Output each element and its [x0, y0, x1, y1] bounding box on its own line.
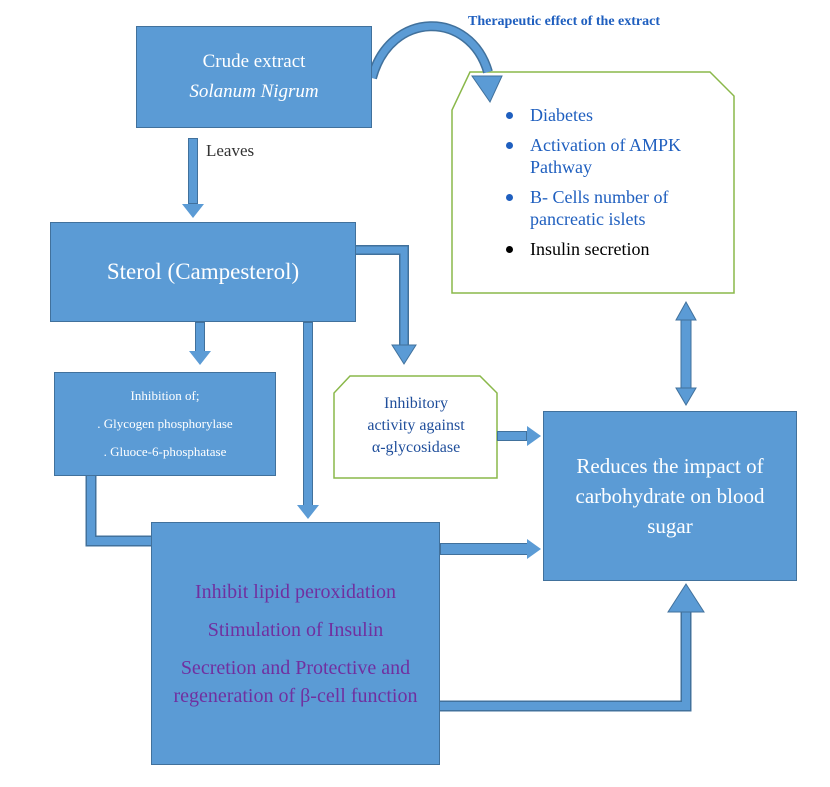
therapeutic-effect-list: Diabetes Activation of AMPK Pathway B- C… — [500, 104, 720, 268]
bullet-icon — [506, 142, 513, 149]
inhibition-item-2: . Gluoce-6-phosphatase — [103, 444, 227, 459]
center-to-reduces-connector — [440, 612, 692, 712]
mechanism-line-2: Stimulation of Insulin — [207, 618, 384, 641]
curved-arrow-head — [471, 75, 503, 104]
bullet-icon — [506, 246, 513, 253]
arrow-center-to-reduces-head — [527, 539, 541, 559]
effect-item: Diabetes — [500, 104, 720, 126]
inhibition-item-1: . Glycogen phosphorylase — [97, 416, 233, 431]
effect-item: Activation of AMPK Pathway — [500, 134, 720, 178]
arrow-sterol-to-center — [303, 322, 313, 506]
mechanism-box: Inhibit lipid peroxidation Stimulation o… — [151, 522, 440, 765]
sterol-to-glycosidase-head — [391, 344, 417, 365]
center-to-reduces-head — [667, 583, 705, 613]
leaves-label: Leaves — [206, 141, 255, 160]
arrow-glycosidase-to-reduces — [497, 431, 527, 441]
glycosidase-line-1: Inhibitory — [384, 395, 448, 412]
double-arrow-bottom — [675, 387, 697, 406]
glycosidase-line-3: α-glycosidase — [371, 439, 461, 456]
inhibition-title: Inhibition of; — [130, 388, 200, 403]
bullet-icon — [506, 112, 513, 119]
inhibition-connector — [85, 474, 153, 547]
glycosidase-panel — [333, 375, 498, 479]
crude-extract-box: Crude extract Solanum Nigrum — [136, 26, 372, 128]
curved-arrow — [367, 21, 493, 80]
arrow-center-to-reduces — [440, 543, 528, 555]
arrow-sterol-to-center-head — [297, 505, 319, 519]
sterol-to-glycosidase-connector — [356, 245, 409, 346]
mechanism-line-1: Inhibit lipid peroxidation — [194, 580, 397, 603]
outcome-label: Reduces the impact of carbohydrate on bl… — [575, 454, 765, 538]
outcome-box: Reduces the impact of carbohydrate on bl… — [543, 411, 797, 581]
effect-item: Insulin secretion — [500, 238, 720, 260]
arrow-sterol-to-inhibition-head — [189, 351, 211, 365]
glycosidase-text: Inhibitory activity against α-glycosidas… — [336, 376, 496, 476]
double-arrow-top — [675, 300, 697, 321]
therapeutic-effect-panel — [451, 71, 735, 294]
glycosidase-line-2: activity against — [367, 417, 465, 434]
arrow-crude-to-sterol-head — [182, 204, 204, 218]
arrow-crude-to-sterol — [188, 138, 198, 204]
mechanism-line-3: Secretion and Protective and regeneratio… — [173, 656, 418, 707]
arrow-glycosidase-to-reduces-head — [527, 426, 541, 446]
sterol-label: Sterol (Campesterol) — [106, 259, 300, 284]
crude-extract-title: Crude extract — [202, 51, 306, 72]
bullet-icon — [506, 194, 513, 201]
arrow-sterol-to-inhibition — [195, 322, 205, 352]
crude-extract-species: Solanum Nigrum — [189, 81, 319, 102]
therapeutic-effect-title: Therapeutic effect of the extract — [468, 14, 661, 29]
inhibition-box: Inhibition of; . Glycogen phosphorylase … — [54, 372, 276, 476]
effect-item: B- Cells number of pancreatic islets — [500, 186, 720, 230]
sterol-box: Sterol (Campesterol) — [50, 222, 356, 322]
